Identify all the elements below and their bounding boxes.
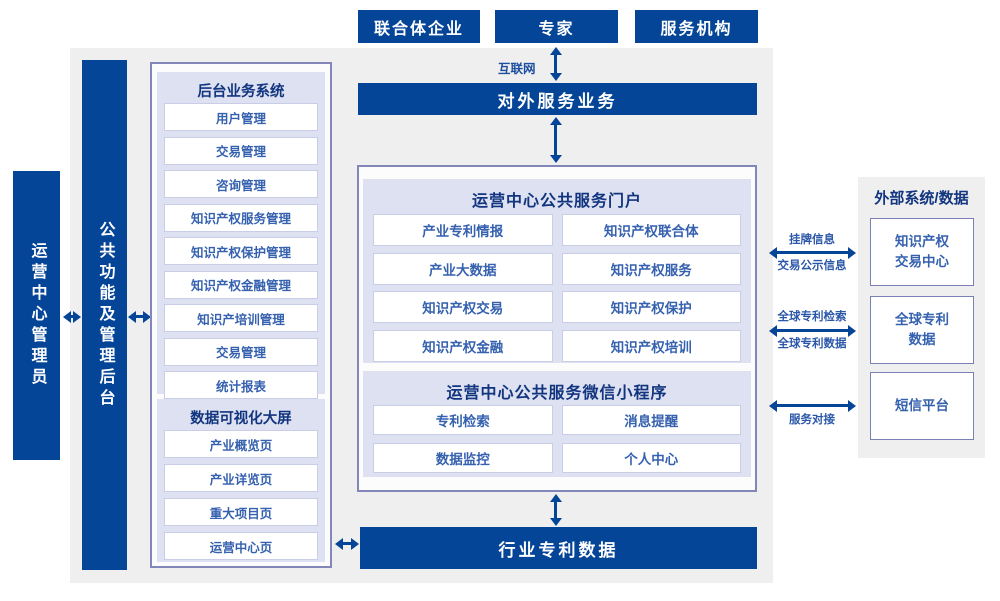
dashboard-title: 数据可视化大屏 [190,411,292,427]
double-arrow-sms [776,404,849,407]
double-arrow-admin-backend [70,315,74,318]
business-system-title: 后台业务系统 [197,84,285,100]
panel-item: 专利检索 [373,405,553,435]
external-system-sms: 短信平台 [870,372,974,440]
portal-panel: 运营中心公共服务门户 产业专利情报 知识产权联合体 产业大数据 知识产权服务 知… [363,179,751,363]
connection-label-service-docking: 服务对接 [789,414,835,426]
actor-box-expert: 专家 [495,10,618,43]
panel-item: 知识产权联合体 [561,214,741,246]
double-arrow-dashboard-patent [342,542,352,545]
portal-title: 运营中心公共服务门户 [471,193,642,210]
external-system-ip-exchange: 知识产权 交易中心 [870,218,974,286]
panel-item: 统计报表 [164,371,318,399]
panel-item: 知识产权保护管理 [164,237,318,265]
panel-item: 个人中心 [561,443,741,473]
backend-functions-bar: 公共功能及管理后台 [82,60,127,570]
panel-item: 知识产权金融管理 [164,270,318,299]
panel-item: 运营中心页 [164,532,318,560]
panel-item: 产业概览页 [164,430,318,458]
panel-item: 知识产权金融 [373,329,553,362]
panel-item: 知识产权保护 [561,291,741,323]
panel-item: 咨询管理 [164,170,318,198]
panel-item: 知识产权服务 [561,252,741,285]
actor-box-service-org: 服务机构 [635,10,758,43]
panel-item: 产业大数据 [373,252,553,285]
double-arrow-service-to-portal [554,124,557,156]
business-system-panel: 后台业务系统 用户管理 交易管理 咨询管理 知识产权服务管理 知识产权保护管理 … [157,72,325,399]
dashboard-panel: 数据可视化大屏 产业概览页 产业详览页 重大项目页 运营中心页 [157,399,325,562]
external-panel-title: 外部系统/数据 [874,190,969,207]
panel-item: 知识产权交易 [373,291,553,323]
panel-item: 消息提醒 [561,405,741,435]
actor-box-consortium: 联合体企业 [358,10,480,43]
double-arrow-ip-exchange [776,251,849,254]
panel-item: 交易管理 [164,337,318,366]
panel-item: 知识产培训管理 [164,304,318,332]
panel-item: 重大项目页 [164,498,318,526]
external-service-bar: 对外服务业务 [358,83,757,115]
double-arrow-global-patent [776,329,849,332]
industry-patent-bar: 行业专利数据 [360,527,757,569]
connection-label-global-search: 全球专利检索 [777,311,847,323]
admin-bar: 运营中心管理员 [13,171,60,460]
dashboard-items: 产业概览页 产业详览页 重大项目页 运营中心页 [157,427,325,560]
panel-item: 数据监控 [373,443,553,473]
panel-item: 交易管理 [164,136,318,165]
connection-label-trade-publicity: 交易公示信息 [777,260,847,272]
panel-item: 知识产权服务管理 [164,203,318,232]
double-arrow-backend-box [135,315,144,318]
panel-item: 用户管理 [164,103,318,131]
double-arrow-internet [554,54,557,74]
panel-item: 产业详览页 [164,464,318,492]
panel-item: 产业专利情报 [373,214,553,246]
connection-label-listing-info: 挂牌信息 [789,234,835,246]
connection-label-global-data: 全球专利数据 [777,338,847,350]
portal-items: 产业专利情报 知识产权联合体 产业大数据 知识产权服务 知识产权交易 知识产权保… [363,209,751,362]
miniprogram-items: 专利检索 消息提醒 数据监控 个人中心 [363,401,751,473]
business-system-items: 用户管理 交易管理 咨询管理 知识产权服务管理 知识产权保护管理 知识产权金融管… [157,100,325,399]
miniprogram-panel: 运营中心公共服务微信小程序 专利检索 消息提醒 数据监控 个人中心 [363,371,751,477]
double-arrow-portal-to-patent [554,501,557,519]
internet-label: 互联网 [498,62,536,76]
miniprogram-title: 运营中心公共服务微信小程序 [446,385,668,402]
external-system-global-patent: 全球专利 数据 [870,296,974,364]
panel-item: 知识产权培训 [561,329,741,362]
